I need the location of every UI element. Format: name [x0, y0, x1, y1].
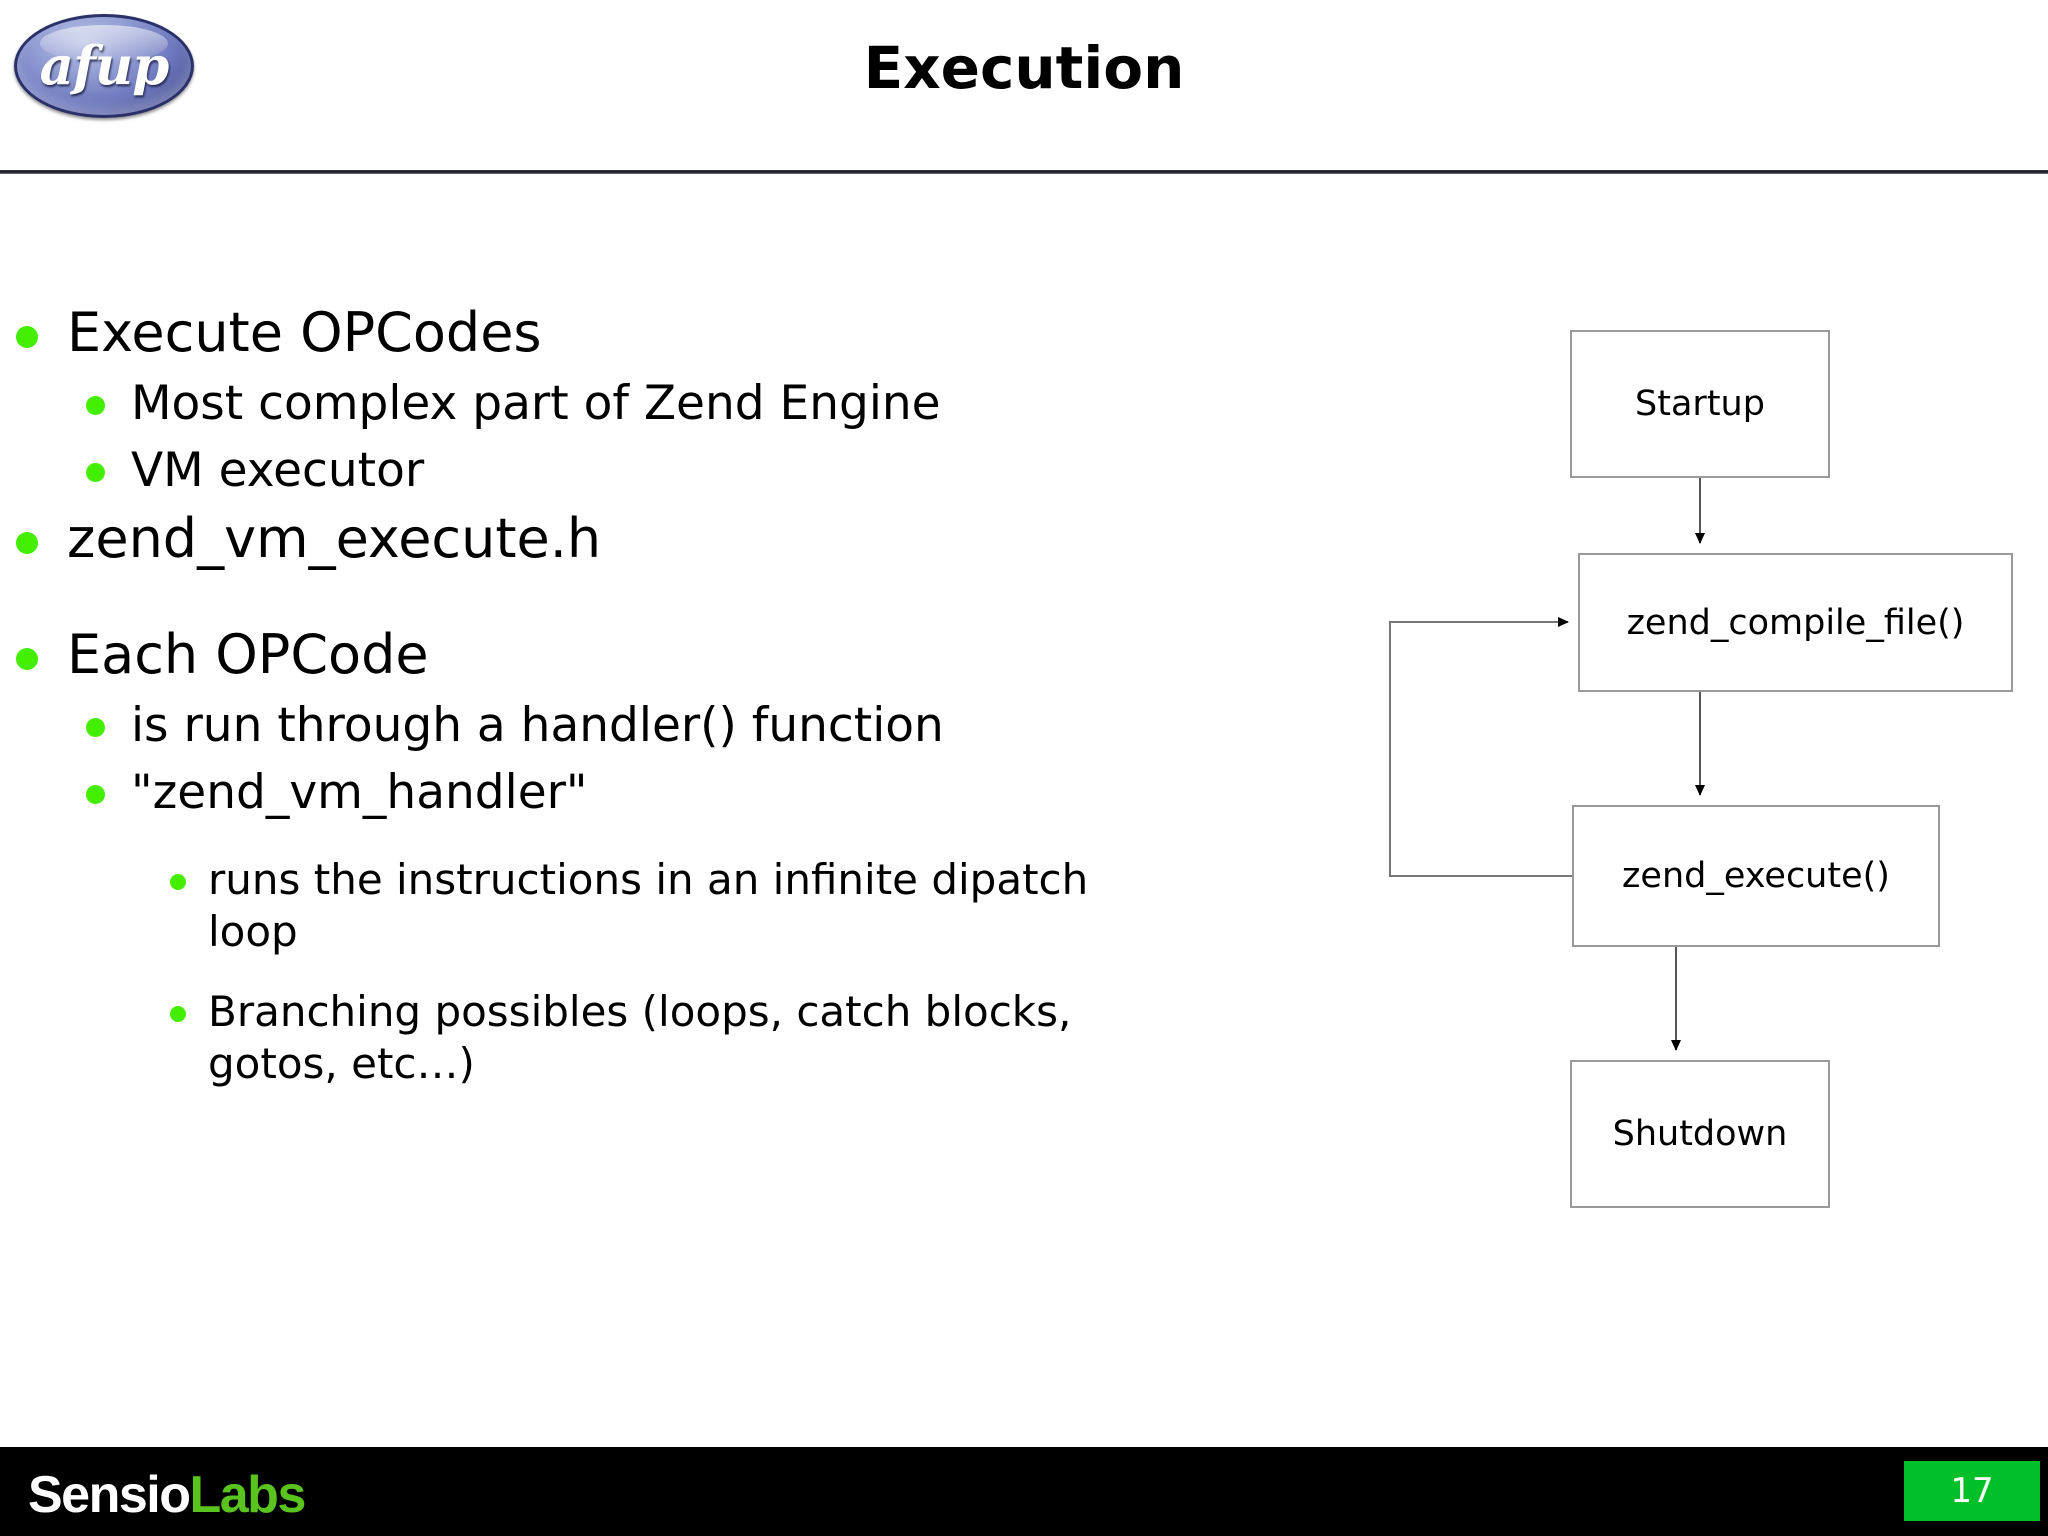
list-item-label: Most complex part of Zend Engine [131, 376, 941, 431]
list-item-label: is run through a handler() function [131, 698, 944, 753]
list-item: runs the instructions in an infinite dip… [170, 854, 1360, 958]
sensiolabs-logo-sensio: Sensio [28, 1466, 191, 1524]
flow-node-shutdown: Shutdown [1570, 1060, 1830, 1208]
list-item-label: Each OPCode [67, 623, 429, 686]
flow-node-startup: Startup [1570, 330, 1830, 478]
list-item-label: "zend_vm_handler" [131, 765, 588, 820]
bullet-dot-icon [16, 532, 38, 554]
bullet-dot-icon [16, 648, 38, 670]
list-spacer [0, 828, 1360, 854]
bullet-list: Execute OPCodes Most complex part of Zen… [0, 300, 1360, 1092]
list-item: Most complex part of Zend Engine [86, 372, 1360, 435]
list-item: "zend_vm_handler" [86, 761, 1360, 824]
edge-execute-loop-to-compile [1389, 617, 1572, 877]
list-item: is run through a handler() function [86, 694, 1360, 757]
list-item: Execute OPCodes [16, 300, 1360, 366]
list-item: Each OPCode [16, 622, 1360, 688]
list-item-label: zend_vm_execute.h [67, 507, 602, 570]
page-title: Execution [863, 34, 1185, 102]
list-item-label: VM executor [131, 443, 425, 498]
bullet-dot-icon [170, 874, 186, 890]
page-number-badge: 17 [1904, 1461, 2040, 1521]
list-item-label: runs the instructions in an infinite dip… [208, 855, 1089, 956]
list-item-label: Branching possibles (loops, catch blocks… [208, 987, 1072, 1088]
list-spacer [0, 578, 1360, 622]
sensiolabs-logo: SensioLabs [28, 1465, 307, 1525]
bullet-dot-icon [86, 396, 105, 415]
execution-flow-diagram: Startup zend_compile_file() zend_execute… [1380, 300, 2048, 1208]
afup-logo-text: afup [39, 35, 170, 97]
header-divider [0, 170, 2048, 174]
bullet-dot-icon [86, 785, 105, 804]
flow-connectors [1389, 478, 1705, 1051]
flow-node-zend-execute: zend_execute() [1572, 805, 1940, 947]
list-item: Branching possibles (loops, catch blocks… [170, 986, 1360, 1090]
bullet-dot-icon [16, 326, 38, 348]
list-spacer [0, 960, 1360, 986]
bullet-dot-icon [86, 463, 105, 482]
sensiolabs-logo-labs: Labs [189, 1466, 307, 1524]
afup-logo: afup [14, 14, 194, 118]
bullet-dot-icon [86, 718, 105, 737]
bullet-dot-icon [170, 1006, 186, 1022]
slide-header: afup Execution [0, 0, 2048, 174]
list-item: zend_vm_execute.h [16, 506, 1360, 572]
slide-footer: SensioLabs [0, 1447, 2048, 1536]
list-item: VM executor [86, 439, 1360, 502]
list-item-label: Execute OPCodes [67, 301, 542, 364]
flow-node-zend-compile-file: zend_compile_file() [1578, 553, 2013, 692]
